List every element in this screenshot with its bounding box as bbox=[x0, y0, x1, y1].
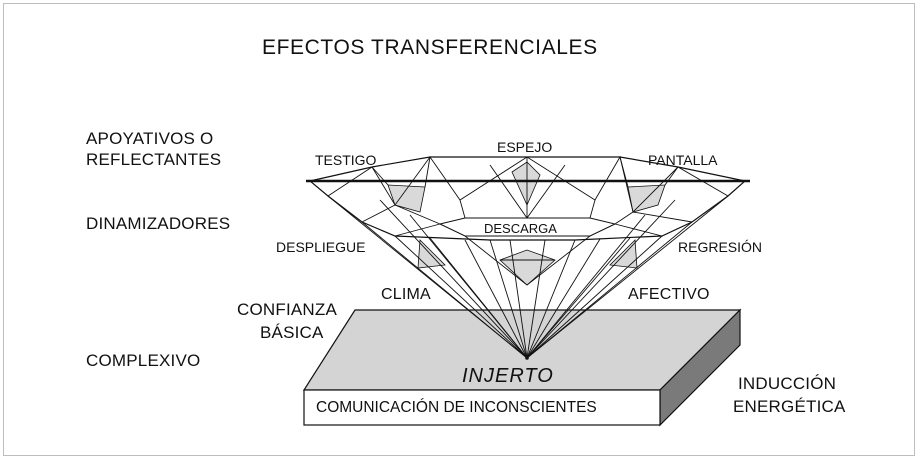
label-complexivo: COMPLEXIVO bbox=[86, 351, 201, 370]
label-regresion: REGRESIÓN bbox=[678, 239, 763, 255]
base-label: COMUNICACIÓN DE INCONSCIENTES bbox=[316, 399, 597, 416]
gem-crown-lines bbox=[327, 155, 729, 286]
label-injerto: INJERTO bbox=[462, 365, 554, 387]
label-despliegue: DESPLIEGUE bbox=[276, 239, 366, 255]
diagram-title: EFECTOS TRANSFERENCIALES bbox=[262, 36, 598, 59]
label-induccion-line2: ENERGÉTICA bbox=[733, 397, 846, 416]
label-descarga: DESCARGA bbox=[484, 221, 557, 236]
label-espejo: ESPEJO bbox=[497, 139, 553, 155]
label-clima: CLIMA bbox=[381, 286, 431, 303]
gem-facet-shade bbox=[511, 161, 541, 206]
gem-facet-shade bbox=[417, 239, 446, 269]
label-dinamizadores: DINAMIZADORES bbox=[86, 214, 231, 233]
label-testigo: TESTIGO bbox=[315, 152, 377, 168]
figure-frame bbox=[3, 3, 915, 456]
label-afectivo: AFECTIVO bbox=[628, 286, 710, 303]
label-induccion-line1: INDUCCIÓN bbox=[738, 374, 837, 393]
label-confianza-line2: BÁSICA bbox=[260, 323, 324, 342]
label-pantalla: PANTALLA bbox=[648, 152, 718, 168]
label-apoyativos-line2: REFLECTANTES bbox=[86, 150, 222, 169]
base-slab-front bbox=[303, 389, 661, 426]
label-apoyativos-line1: APOYATIVOS O bbox=[86, 129, 214, 148]
gem-facet-shade bbox=[499, 249, 556, 286]
gem-facet-shade bbox=[609, 239, 638, 269]
gem-facet-shade bbox=[387, 184, 426, 213]
gem-culet bbox=[525, 356, 529, 360]
label-confianza-line1: CONFIANZA bbox=[237, 300, 338, 319]
